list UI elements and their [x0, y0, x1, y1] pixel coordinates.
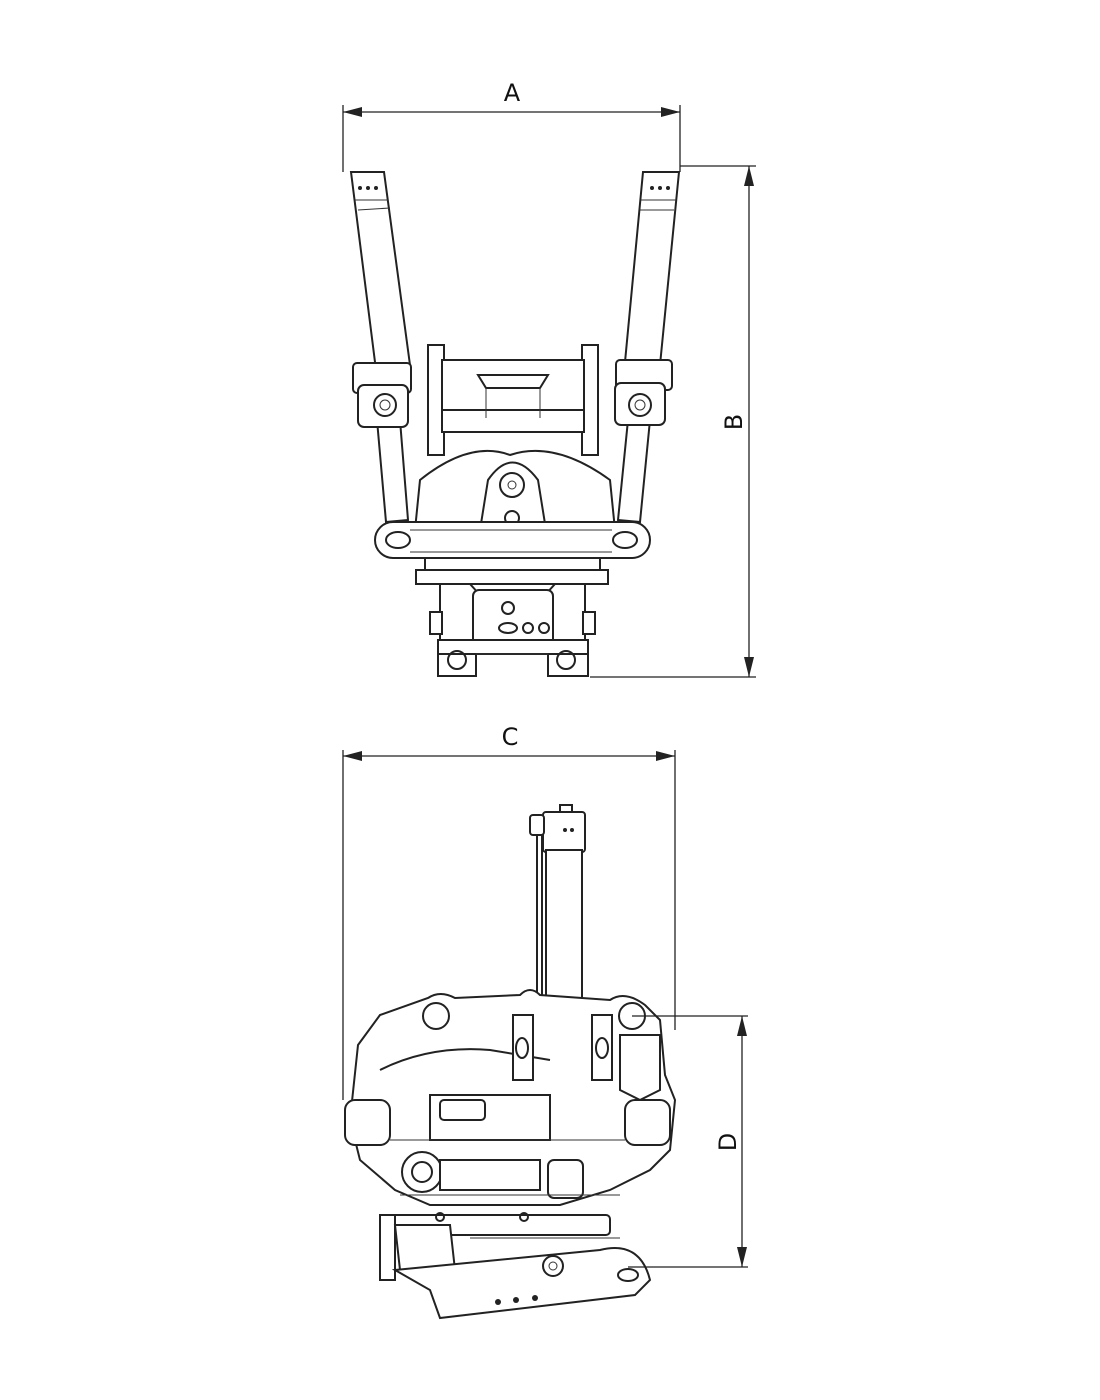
side-body: [344, 989, 677, 1206]
dimension-d: D: [628, 1015, 748, 1268]
dimension-c: C: [342, 723, 676, 1100]
dimension-d-label: D: [714, 1133, 742, 1151]
left-cylinder: [349, 171, 412, 524]
dimension-a-label: A: [504, 79, 521, 107]
dimension-b-label: B: [720, 414, 748, 430]
swivel-body: [374, 449, 651, 571]
left-clamp: [352, 362, 412, 428]
upper-frame: [427, 344, 599, 456]
front-view: A B: [342, 79, 756, 678]
lower-coupler: [415, 569, 609, 677]
dimension-b: B: [590, 165, 756, 678]
dimension-c-label: C: [502, 723, 519, 751]
dimension-a: A: [342, 79, 681, 172]
right-cylinder: [616, 171, 681, 524]
right-clamp: [614, 359, 673, 426]
side-view: C D: [342, 723, 748, 1320]
side-coupler: [379, 1212, 652, 1320]
